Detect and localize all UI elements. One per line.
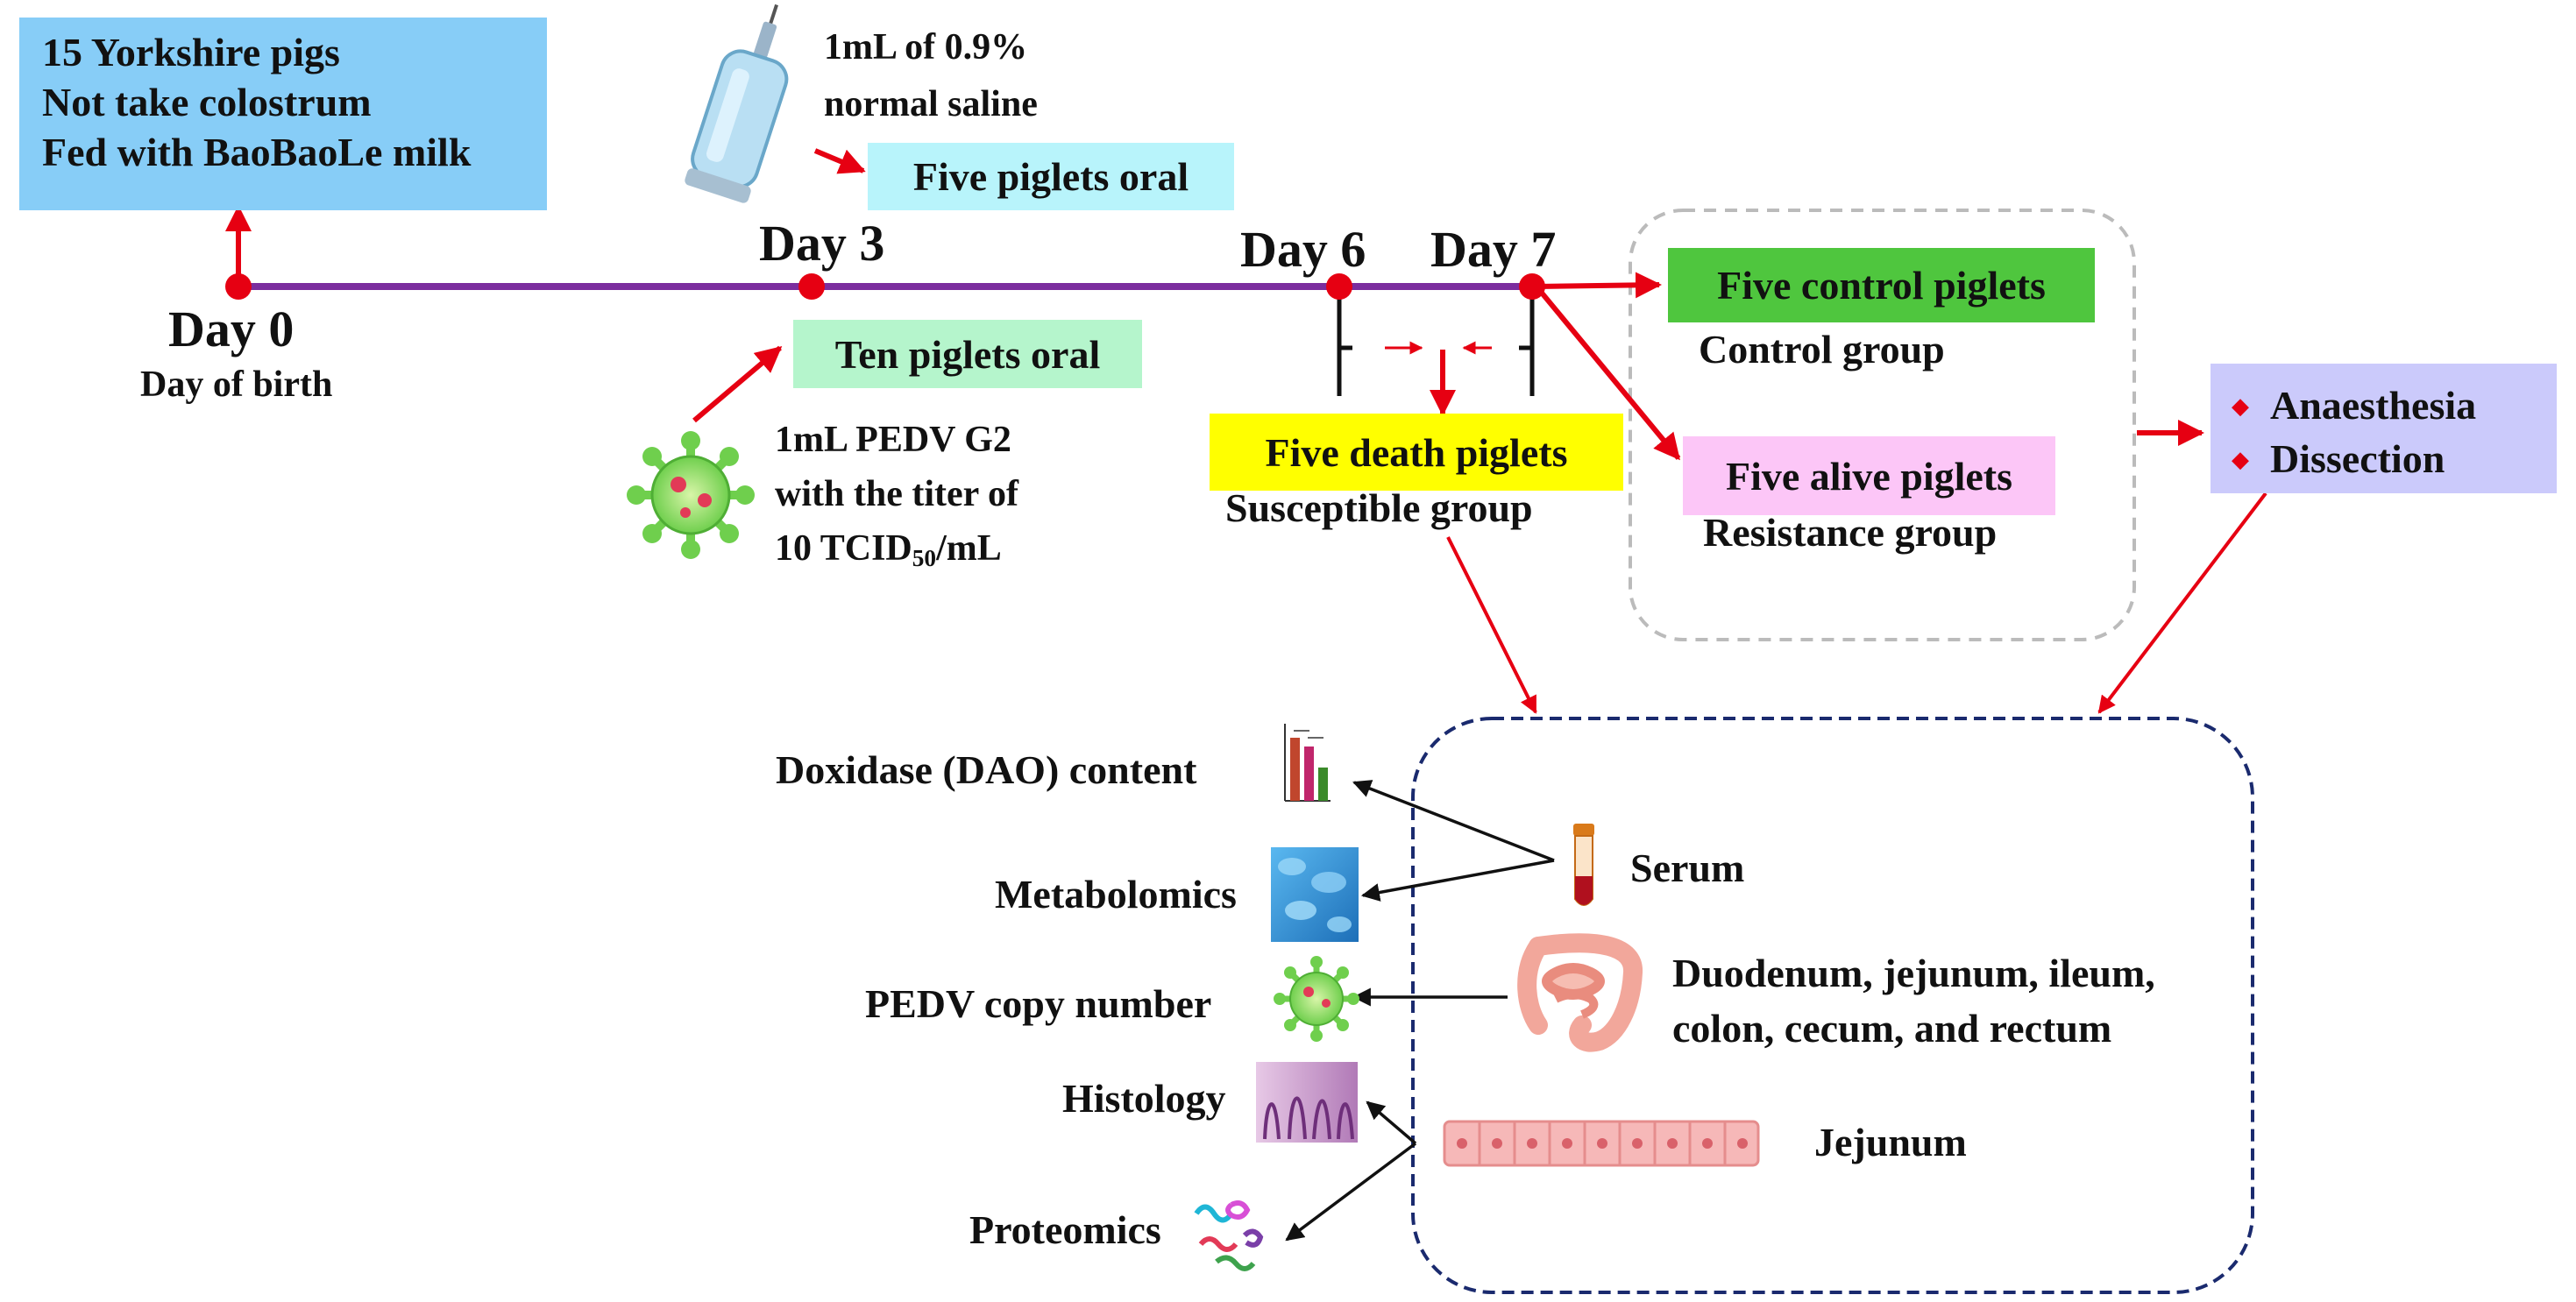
- blood-tube-icon: [1573, 824, 1594, 906]
- cells-micrograph-icon: [1271, 847, 1359, 942]
- histology-label: Histology: [1062, 1076, 1226, 1121]
- metabolomics-label: Metabolomics: [995, 872, 1237, 916]
- virus-small-icon: [1274, 956, 1359, 1042]
- syringe-to-box-arrow: [813, 148, 866, 174]
- pigs-line-1: 15 Yorkshire pigs: [42, 30, 340, 74]
- intestine-icon: [1517, 933, 1643, 1052]
- syringe-icon: [685, 4, 789, 203]
- pedv-line-1: 1mL PEDV G2: [775, 420, 1011, 460]
- day7-label: Day 7: [1430, 221, 1557, 278]
- intestine-line-2: colon, cecum, and rectum: [1672, 1006, 2112, 1051]
- serum-label: Serum: [1630, 846, 1745, 890]
- procedure-item-anaesthesia: ◆ Anaesthesia: [2232, 381, 2557, 429]
- pedv-titer-prefix: 10 TCID: [775, 528, 912, 569]
- saline-line-1: 1mL of 0.9%: [824, 27, 1028, 67]
- pedv-line-2: with the titer of: [775, 474, 1018, 514]
- pigs-info-box: 15 Yorkshire pigs Not take colostrum Fed…: [19, 18, 547, 210]
- control-piglets-label: Five control piglets: [1717, 263, 2046, 308]
- epithelium-cells-icon: [1443, 1120, 1760, 1167]
- pedv-titer-subscript: 50: [912, 544, 937, 571]
- jejunum-label: Jejunum: [1814, 1120, 1967, 1164]
- pedv-titer-suffix: /mL: [936, 528, 1002, 569]
- death-piglets-label: Five death piglets: [1265, 429, 1568, 475]
- control-group-label: Control group: [1699, 327, 1945, 371]
- proteomics-label: Proteomics: [969, 1207, 1161, 1252]
- sample-region: [1411, 717, 2254, 1294]
- diamond-bullet-icon: ◆: [2232, 447, 2249, 473]
- intestine-line-1: Duodenum, jejunum, ileum,: [1672, 951, 2155, 995]
- anaesthesia-label: Anaesthesia: [2270, 383, 2477, 428]
- day3-dot: [798, 273, 825, 300]
- saline-line-2: normal saline: [824, 84, 1038, 124]
- susceptible-to-samples-arrow: [1446, 536, 1537, 714]
- procedure-box: ◆ Anaesthesia ◆ Dissection: [2211, 364, 2557, 493]
- dao-label: Doxidase (DAO) content: [776, 747, 1197, 792]
- control-piglets-box: Five control piglets: [1668, 248, 2095, 322]
- day0-label: Day 0: [168, 301, 295, 357]
- tissue-section-icon: [1256, 1062, 1358, 1143]
- pigs-line-3: Fed with BaoBaoLe milk: [42, 129, 472, 174]
- pedv-oral-label: Ten piglets oral: [834, 331, 1101, 377]
- pedv-line-3: 10 TCID50/mL: [775, 527, 1002, 570]
- day6-dot: [1326, 273, 1352, 300]
- diamond-bullet-icon: ◆: [2232, 393, 2249, 419]
- susceptible-group-label: Susceptible group: [1225, 485, 1533, 530]
- saline-oral-box: Five piglets oral: [868, 143, 1234, 210]
- alive-piglets-box: Five alive piglets: [1683, 436, 2055, 515]
- pedv-copy-label: PEDV copy number: [865, 981, 1212, 1026]
- procedure-to-samples-arrow: [2097, 492, 2267, 714]
- bar-chart-icon: [1278, 720, 1332, 817]
- day7-to-control-arrow: [1536, 272, 1662, 299]
- jejunum-to-proteomics-arrow: [1285, 1142, 1417, 1242]
- pedv-oral-box: Ten piglets oral: [793, 320, 1142, 388]
- day6-label: Day 6: [1240, 221, 1366, 278]
- serum-to-dao-arrow: [1352, 780, 1555, 862]
- death-piglets-box: Five death piglets: [1210, 414, 1623, 491]
- serum-to-metabolomics-arrow: [1360, 859, 1555, 902]
- day0-sub-label: Day of birth: [140, 364, 333, 405]
- procedure-item-dissection: ◆ Dissection: [2232, 435, 2557, 483]
- alive-piglets-label: Five alive piglets: [1725, 453, 2013, 499]
- group-region: [1629, 209, 2136, 641]
- saline-oral-label: Five piglets oral: [912, 154, 1189, 199]
- virus-to-box-arrow: [692, 345, 783, 423]
- jejunum-to-histology-arrow: [1366, 1100, 1417, 1145]
- day3-label: Day 3: [759, 215, 885, 272]
- day7-dot: [1519, 273, 1545, 300]
- day7-to-alive-arrow: [1534, 285, 1681, 461]
- resistance-group-label: Resistance group: [1703, 510, 1998, 555]
- dissection-label: Dissection: [2270, 436, 2445, 482]
- day0-dot: [225, 273, 252, 300]
- protein-structures-icon: [1194, 1200, 1264, 1271]
- virus-icon: [627, 431, 755, 559]
- pigs-line-2: Not take colostrum: [42, 79, 372, 124]
